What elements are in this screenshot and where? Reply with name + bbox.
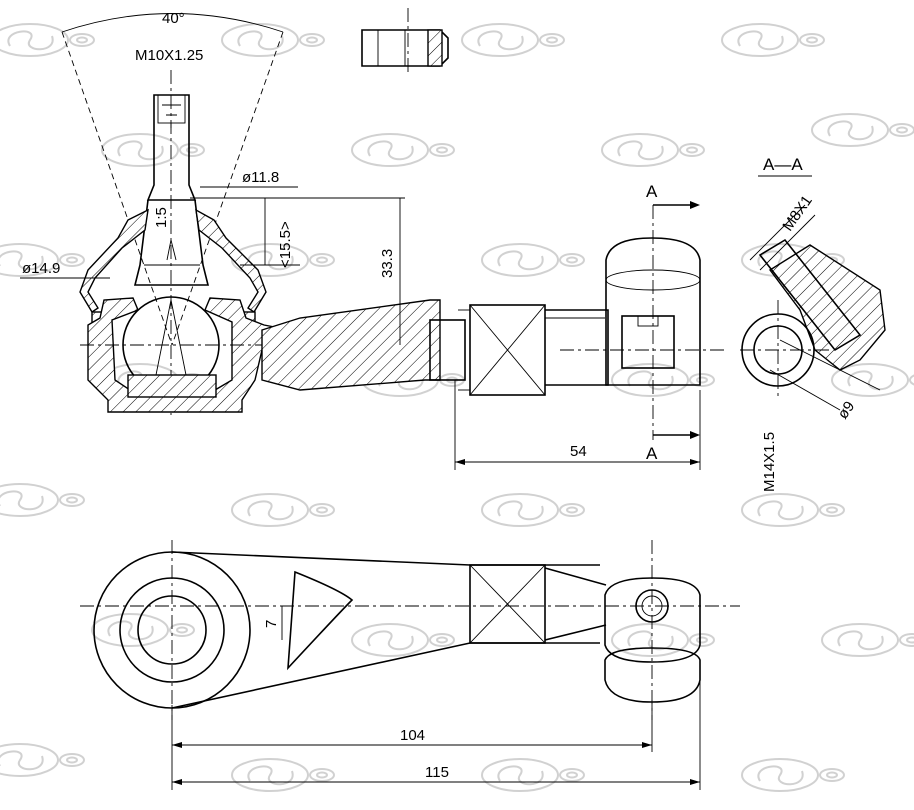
section-a-a-view [740, 175, 886, 411]
length-54-label: 54 [570, 443, 587, 460]
plan-view [80, 540, 740, 790]
section-marker-top: A [646, 182, 658, 201]
nut-detail [361, 8, 449, 75]
length-115-label: 115 [425, 764, 449, 781]
diameter-9-label: ø9 [834, 398, 858, 422]
taper-label: 1:5 [153, 207, 170, 228]
width-7-label: 7 [263, 620, 280, 628]
ref-height-label: <15.5> [277, 221, 294, 268]
length-104-label: 104 [400, 727, 425, 744]
nut-thread-label: M8X1 [779, 192, 815, 234]
stud-thread-label: M10X1.25 [135, 47, 203, 64]
section-title: A—A [763, 155, 803, 174]
cone-angle-label: 40° [162, 10, 185, 27]
side-section-view [20, 13, 725, 470]
section-marker-bottom: A [646, 444, 658, 463]
height-label: 33.3 [379, 249, 396, 278]
diameter-upper-label: ø11.8 [242, 169, 279, 186]
diameter-lower-label: ø14.9 [22, 260, 60, 277]
end-thread-label: M14X1.5 [761, 432, 778, 492]
